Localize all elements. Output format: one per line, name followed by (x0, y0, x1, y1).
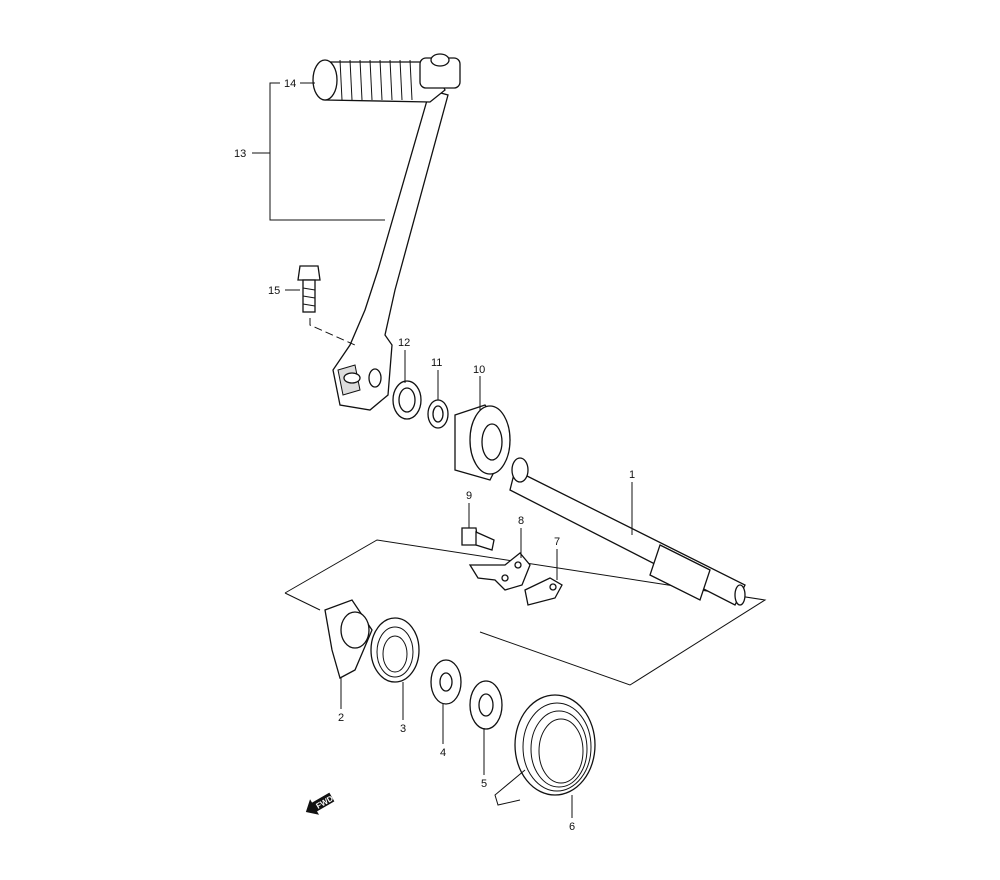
leader-lines (252, 82, 633, 818)
callout-8: 8 (518, 515, 524, 527)
kick-grip (312, 53, 461, 103)
spring-3 (370, 617, 420, 683)
callout-11: 11 (431, 357, 442, 369)
washer-4 (430, 659, 462, 705)
return-spring (494, 694, 596, 806)
callout-15: 15 (268, 285, 280, 297)
callout-9: 9 (466, 490, 472, 502)
washer-11 (427, 399, 449, 429)
callout-1: 1 (629, 469, 635, 481)
callout-6: 6 (569, 821, 575, 833)
forward-arrow-icon: FWD (305, 792, 335, 815)
bolt-9 (461, 527, 495, 551)
callout-4: 4 (440, 747, 446, 759)
callout-12: 12 (398, 337, 410, 349)
clip-5 (469, 680, 503, 730)
reference-plane (284, 539, 767, 686)
callout-5: 5 (481, 778, 487, 790)
kick-lever (332, 89, 449, 411)
callout-3: 3 (400, 723, 406, 735)
kick-shaft (509, 457, 746, 606)
bolt-15 (297, 265, 356, 346)
callout-10: 10 (473, 364, 485, 376)
kick-starter-gear (324, 599, 373, 679)
ratchet-gear (454, 404, 511, 481)
callout-2: 2 (338, 712, 344, 724)
stopper-plate (524, 577, 563, 606)
oil-seal (392, 380, 422, 420)
callout-7: 7 (554, 536, 560, 548)
callout-14: 14 (284, 78, 296, 90)
callout-13: 13 (234, 148, 246, 160)
guide-plate (468, 552, 531, 591)
fwd-label: FWD (315, 794, 335, 811)
